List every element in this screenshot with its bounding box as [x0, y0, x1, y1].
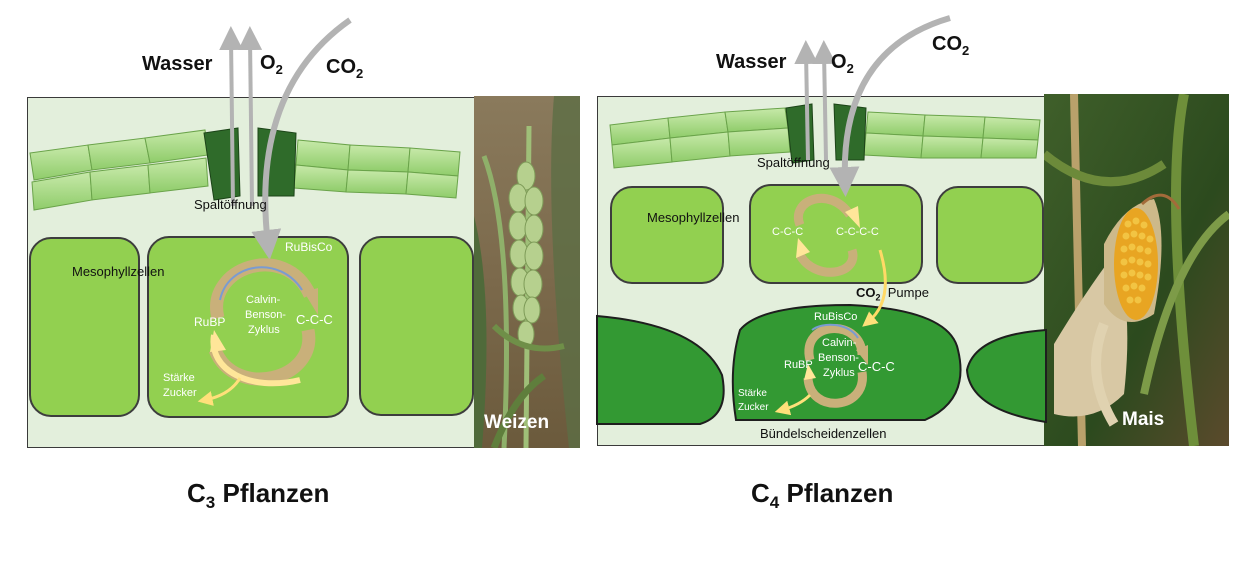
c3-o2-arrow — [238, 26, 263, 207]
c4-rubisco-label: RuBisCo — [814, 311, 858, 323]
c3-rubisco-label: RuBisCo — [285, 240, 333, 254]
plant-name-wheat: Weizen — [484, 412, 550, 433]
c4-mesophyll-cell-left — [610, 186, 724, 284]
wheat-photo: Weizen — [474, 96, 580, 448]
c4-o2-label: O2 — [831, 51, 854, 76]
c3-cycle-line2: Benson- — [245, 309, 286, 321]
c3-co2-arrow — [251, 17, 352, 260]
c4-starch-arrow — [774, 393, 812, 416]
c4-title: C4 Pflanzen — [751, 478, 894, 513]
c4-co2-label: CO2 — [932, 33, 970, 58]
co2-pump-label: CO2 Pumpe — [856, 285, 929, 303]
c4-bundle-sheath-cell-right — [965, 328, 1047, 424]
c3-o2-label: O2 — [260, 52, 283, 77]
c4-mesophyll-cell-right — [936, 186, 1044, 284]
co2-pump-arrow — [862, 249, 887, 327]
corn-photo: Mais — [1044, 94, 1229, 446]
c4-co2-arrow — [829, 15, 951, 197]
c3-starch-label: Stärke — [163, 372, 195, 384]
c3-ccc-label: C-C-C — [296, 312, 333, 327]
c3-title: C3 Pflanzen — [187, 478, 330, 513]
c3-cycle-line1: Calvin- — [246, 294, 281, 306]
wheat-illustration — [474, 96, 580, 448]
c4-bundle-sheath-cell-left — [596, 314, 725, 425]
c4-mesophyll-cycle — [793, 193, 860, 277]
c3-calvin-cycle — [208, 258, 318, 387]
bundle-sheath-label: Bündelscheidenzellen — [760, 426, 887, 441]
c3-mesophyll-cell-left — [29, 237, 140, 417]
c4-c4-label: C-C-C-C — [836, 226, 879, 238]
c3-mesophyll-cell-right — [359, 236, 474, 416]
c4-water-label: Wasser — [716, 51, 787, 73]
c3-mesophyll-label: Mesophyllzellen — [72, 264, 165, 279]
c3-water-arrow — [219, 26, 244, 207]
c4-rubp-label: RuBP — [784, 359, 813, 371]
c3-water-label: Wasser — [142, 53, 213, 75]
c4-stoma-label: Spaltöffnung — [757, 155, 830, 170]
c3-sugar-label: Zucker — [163, 387, 197, 399]
corn-illustration — [1044, 94, 1229, 446]
c4-c3-label: C-C-C — [772, 226, 804, 238]
c4-sugar-label: Zucker — [738, 402, 769, 413]
c4-ccc-label: C-C-C — [858, 359, 895, 374]
c3-epidermis — [29, 127, 461, 211]
c4-starch-label: Stärke — [738, 388, 767, 399]
c4-cycle-line1: Calvin- — [822, 337, 857, 349]
plant-name-corn: Mais — [1122, 409, 1165, 430]
c4-calvin-cycle — [803, 323, 868, 408]
c3-rubp-label: RuBP — [194, 315, 226, 329]
c4-cycle-line2: Benson- — [818, 352, 859, 364]
c4-water-arrow — [794, 40, 819, 161]
c3-cycle-line3: Zyklus — [248, 324, 280, 336]
c4-o2-arrow — [812, 40, 837, 161]
c3-starch-arrow — [197, 377, 242, 406]
c3-co2-label: CO2 — [326, 56, 364, 81]
c4-bundle-sheath-cell-center — [731, 303, 962, 421]
c4-mesophyll-label: Mesophyllzellen — [647, 210, 740, 225]
c3-stoma-label: Spaltöffnung — [194, 197, 267, 212]
c4-cycle-line3: Zyklus — [823, 367, 855, 379]
